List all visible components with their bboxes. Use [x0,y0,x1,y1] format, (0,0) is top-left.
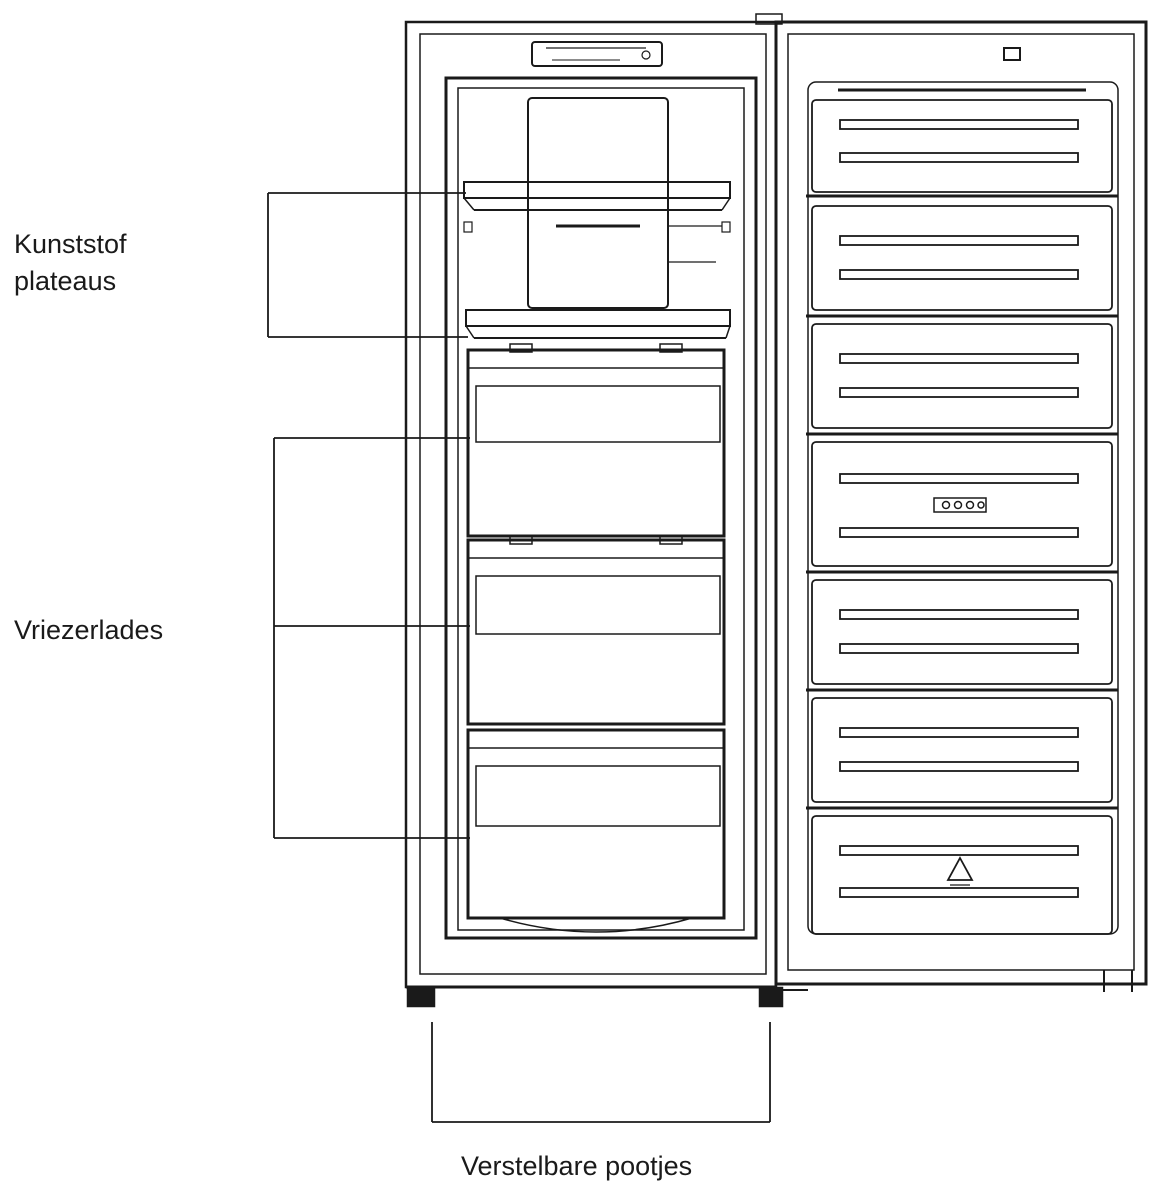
plastic-shelf-upper [463,181,731,233]
freezer-drawer-3 [466,728,726,933]
adjustable-feet-label: Verstelbare pootjes [461,1151,693,1181]
door-panel-strips [839,119,1079,898]
freezer-door [774,20,1148,992]
recycling-triangle-icon [946,856,974,886]
freezer-star-badge-icon [933,497,987,513]
plastic-shelves-label: Kunststof plateaus [14,226,214,300]
door-panels [811,99,1113,935]
feet-callout-bracket [431,1022,771,1123]
door-shelf-bars [806,194,1118,810]
freezer-drawer-2 [466,535,726,726]
plastic-shelves-label-line-1: Kunststof [14,229,127,259]
drawers-callout-bracket [273,437,470,839]
plastic-shelves-label-line-2: plateaus [14,266,117,296]
plastic-shelf-lower [465,309,731,339]
upper-compartment [527,97,722,309]
control-panel [531,41,663,67]
freezer-drawer-1 [466,343,726,538]
adjustable-foot-right [758,986,784,1008]
freezer-cabinet [404,13,783,989]
shelves-callout-bracket [267,192,468,338]
freezer-drawers-label: Vriezerlades [14,615,164,645]
adjustable-foot-left [406,986,436,1008]
